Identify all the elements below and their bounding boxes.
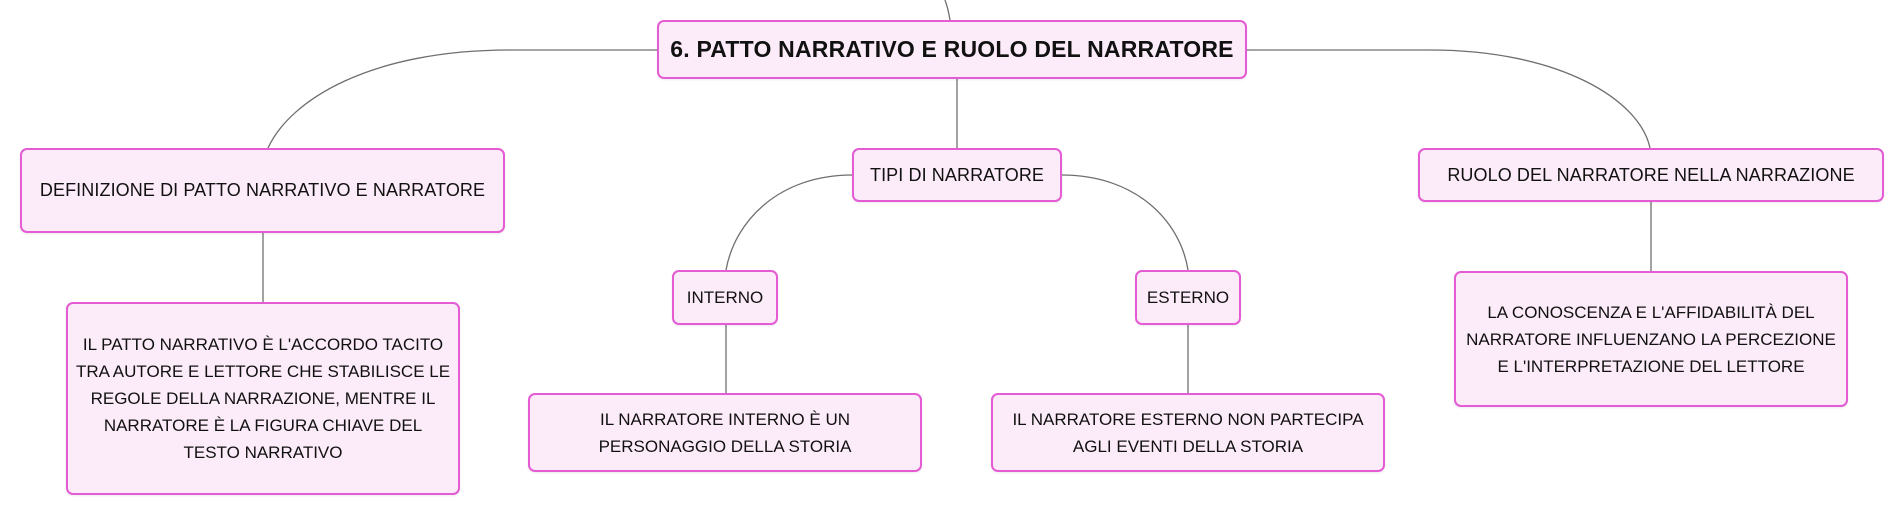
topic-external-label: ESTERNO xyxy=(1146,287,1230,307)
topic-definition[interactable]: DEFINIZIONE DI PATTO NARRATIVO E NARRATO… xyxy=(20,148,505,233)
topic-internal-detail[interactable]: IL NARRATORE INTERNO È UN PERSONAGGIO DE… xyxy=(528,393,922,472)
topic-internal[interactable]: INTERNO xyxy=(672,270,778,325)
connector-types-to-external xyxy=(1061,174,1189,271)
topic-definition-label: DEFINIZIONE DI PATTO NARRATIVO E NARRATO… xyxy=(39,180,486,200)
topic-role-label: RUOLO DEL NARRATORE NELLA NARRAZIONE xyxy=(1447,164,1855,185)
topic-role[interactable]: RUOLO DEL NARRATORE NELLA NARRAZIONE xyxy=(1418,148,1884,202)
topic-types-label: TIPI DI NARRATORE xyxy=(869,164,1045,185)
connector-root-to-definition xyxy=(267,49,657,149)
topic-external-detail-text: IL NARRATORE ESTERNO NON PARTECIPA AGLI … xyxy=(1012,409,1364,456)
connector-root-to-role xyxy=(1247,49,1651,149)
topic-role-detail[interactable]: LA CONOSCENZA E L'AFFIDABILITÀ DEL NARRA… xyxy=(1454,271,1848,407)
topic-internal-detail-text: IL NARRATORE INTERNO È UN PERSONAGGIO DE… xyxy=(598,409,852,456)
topic-types[interactable]: TIPI DI NARRATORE xyxy=(852,148,1062,202)
topic-internal-label: INTERNO xyxy=(686,287,764,307)
topic-definition-detail-text: IL PATTO NARRATIVO È L'ACCORDO TACITO TR… xyxy=(75,335,451,462)
topic-definition-detail[interactable]: IL PATTO NARRATIVO È L'ACCORDO TACITO TR… xyxy=(66,302,460,495)
root-topic[interactable]: 6. PATTO NARRATIVO E RUOLO DEL NARRATORE xyxy=(657,20,1247,79)
connector-types-to-internal xyxy=(725,174,853,271)
connector-parent-to-root xyxy=(944,0,951,21)
topic-role-detail-text: LA CONOSCENZA E L'AFFIDABILITÀ DEL NARRA… xyxy=(1466,302,1836,376)
root-topic-label: 6. PATTO NARRATIVO E RUOLO DEL NARRATORE xyxy=(670,36,1234,62)
topic-external-detail[interactable]: IL NARRATORE ESTERNO NON PARTECIPA AGLI … xyxy=(991,393,1385,472)
topic-external[interactable]: ESTERNO xyxy=(1135,270,1241,325)
